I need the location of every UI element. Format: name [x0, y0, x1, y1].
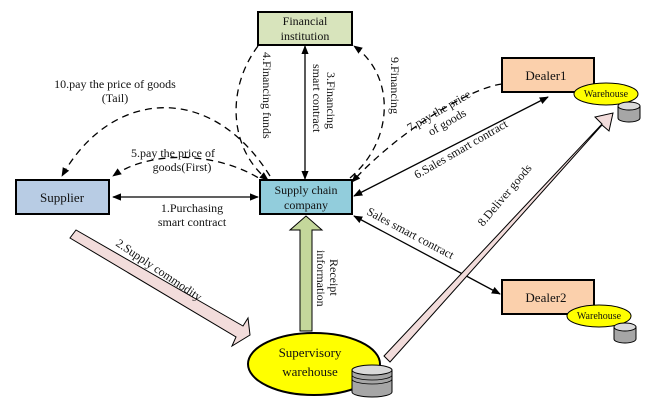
edge-9-arrow: [349, 45, 385, 179]
edge-8-label: 8.Deliver goods: [475, 161, 535, 229]
edge-8-block-arrow: [383, 112, 614, 363]
receipt-block-arrow: [288, 215, 324, 332]
edge-4-arrow: [235, 45, 269, 181]
edge-1-label-1: 1.Purchasing: [161, 201, 223, 215]
sales-contract-dealer2-arrow: [353, 215, 501, 295]
supervisory-database-icon: [351, 364, 393, 398]
edge-3-label-2: smart contract: [310, 64, 324, 133]
dealer2-warehouse-label: Warehouse: [577, 311, 622, 322]
supplier-label: Supplier: [40, 190, 85, 205]
edge-5-label-1: 5.pay the price of: [131, 146, 215, 160]
node-supply-chain-company[interactable]: Supply chain company: [259, 179, 353, 215]
edge-10-arrow: [61, 107, 271, 177]
node-financial-institution[interactable]: Financial institution: [257, 11, 353, 46]
financial-institution-label-2: institution: [281, 29, 330, 43]
edge-9-label: 9.Financing: [388, 57, 402, 114]
edge-10-label-1: 10.pay the price of goods: [54, 77, 176, 91]
dealer1-label: Dealer1: [525, 68, 566, 83]
supervisory-warehouse-label-1: Supervisory: [279, 345, 342, 360]
dealer2-label: Dealer2: [525, 290, 566, 305]
edge-5-label-2: goods(First): [153, 160, 212, 174]
edge-3-label-1: 3.Financing: [324, 72, 338, 129]
edge-1-label-2: smart contract: [158, 215, 227, 229]
sales-contract-dealer2-label: Sales smart contract: [365, 204, 457, 262]
dealer1-database-icon: [617, 101, 641, 123]
edge-4-label: 4.Financing funds: [260, 52, 274, 139]
financial-institution-label-1: Financial: [283, 14, 328, 28]
node-supplier[interactable]: Supplier: [15, 179, 110, 215]
receipt-label-2: information: [314, 250, 328, 307]
dealer1-warehouse: Warehouse: [573, 82, 639, 106]
dealer2-warehouse: Warehouse: [566, 304, 632, 328]
edge-5-arrow: [112, 156, 269, 185]
dealer1-warehouse-label: Warehouse: [584, 89, 629, 100]
node-dealer1[interactable]: Dealer1: [501, 57, 595, 93]
edge-6-arrow: [353, 96, 549, 197]
edge-10-label-2: (Tail): [102, 91, 128, 105]
node-supervisory-warehouse[interactable]: Supervisory warehouse: [247, 332, 381, 396]
receipt-label-1: Receipt: [327, 259, 341, 296]
edge-2-block-arrow: [69, 229, 251, 348]
supply-chain-company-label-1: Supply chain: [275, 183, 338, 197]
dealer2-database-icon: [613, 322, 637, 344]
supervisory-warehouse-label-2: warehouse: [282, 364, 338, 379]
supply-chain-company-label-2: company: [284, 198, 328, 212]
